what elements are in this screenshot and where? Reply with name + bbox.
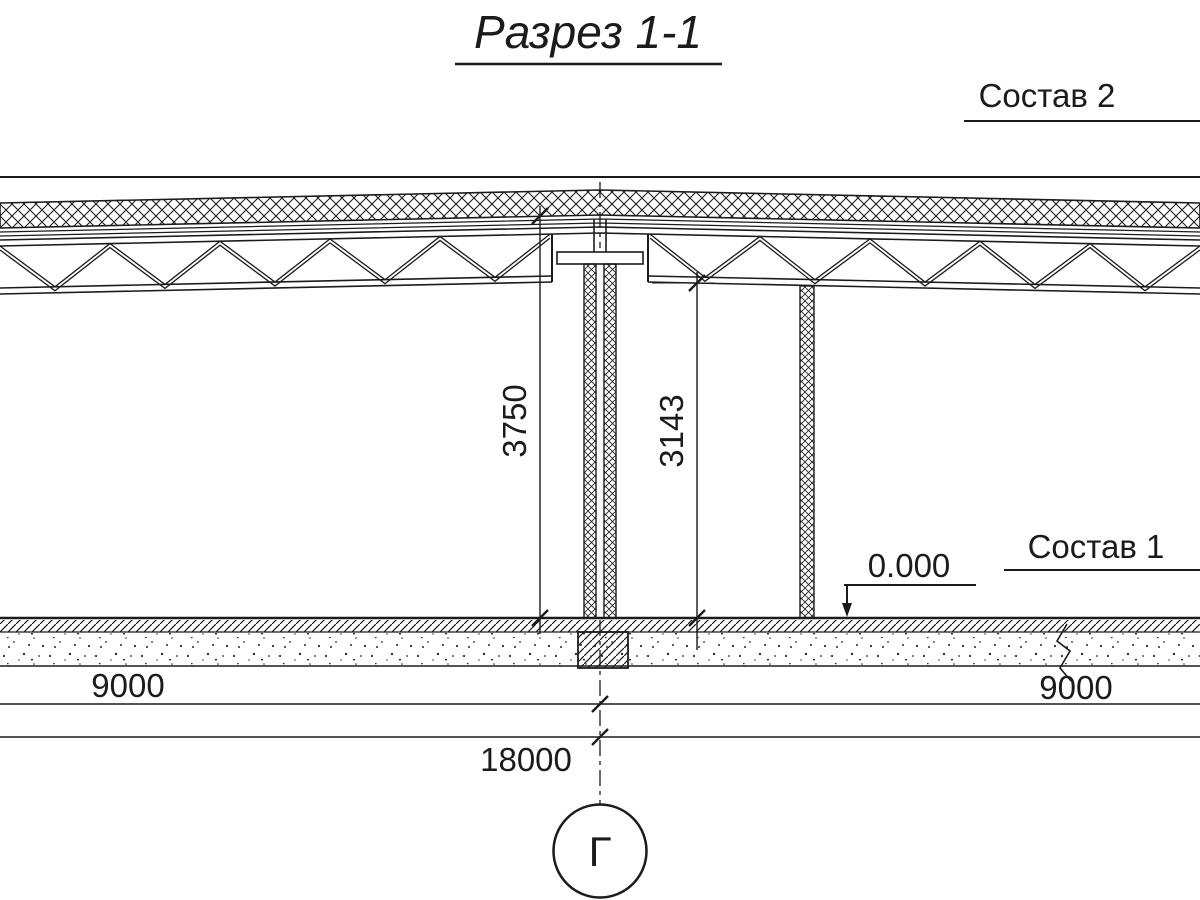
dim-3143-value: 3143 xyxy=(653,394,690,467)
center-foundation-block xyxy=(577,631,629,669)
elevation-mark-zero: 0.000 xyxy=(842,547,976,617)
dim-9000-right-value: 9000 xyxy=(1039,669,1112,706)
axis-bubble xyxy=(552,803,648,899)
dim-9000-left-value: 9000 xyxy=(91,667,164,704)
roof-deck-line-1 xyxy=(0,218,1200,233)
sostav1-label: Состав 1 xyxy=(1028,528,1165,565)
roof-deck-line-2 xyxy=(0,222,1200,237)
truss-top-chord-upper xyxy=(0,226,1200,241)
callout-sostav2: Состав 2 xyxy=(964,77,1200,122)
dim-3750-tick-top xyxy=(531,207,549,225)
roof-assembly xyxy=(0,189,1200,237)
truss-diagonals-left xyxy=(0,233,551,288)
truss-diagonals-right xyxy=(649,233,1200,288)
center-column xyxy=(583,263,617,619)
roof-insulation-band xyxy=(0,189,1200,229)
grid-axis: Г xyxy=(552,620,648,899)
truss-bottom-chord-left-lower xyxy=(0,281,553,295)
slab-break-mark xyxy=(1055,623,1072,682)
dim-18000-value: 18000 xyxy=(480,741,572,778)
dim-3143-tick-top xyxy=(688,274,706,292)
truss-diagonals-left-double xyxy=(0,237,551,292)
dim-3143-tick-bottom xyxy=(688,609,706,627)
dimension-row-total: 18000 xyxy=(0,728,1200,778)
drawing-title: Разрез 1-1 xyxy=(455,6,722,66)
dim-3750-tick-bottom xyxy=(531,609,549,627)
page-title: Разрез 1-1 xyxy=(474,6,702,58)
center-column-right-flange xyxy=(603,263,617,619)
dimension-height-total: 3750 xyxy=(496,206,549,634)
dim-row2-center-tick xyxy=(591,728,609,746)
center-column-left-flange xyxy=(583,263,597,619)
elevation-value: 0.000 xyxy=(868,547,951,584)
sostav2-label: Состав 2 xyxy=(979,77,1116,114)
column-cap-plate xyxy=(556,251,644,265)
right-column xyxy=(799,285,815,619)
callout-sostav1: Состав 1 xyxy=(1004,528,1200,571)
dim-3750-value: 3750 xyxy=(496,384,533,457)
truss-bottom-chord-right-lower xyxy=(647,281,1200,295)
truss-diagonals-right-double xyxy=(649,237,1200,292)
truss-top-chord-lower xyxy=(0,232,1200,247)
elevation-arrowhead xyxy=(842,603,852,617)
roof-truss xyxy=(0,226,1200,295)
center-column-head xyxy=(556,219,644,265)
dimension-height-clear: 3143 xyxy=(652,272,714,650)
dimension-row-spans: 9000 9000 xyxy=(0,667,1200,713)
axis-label: Г xyxy=(589,828,612,875)
